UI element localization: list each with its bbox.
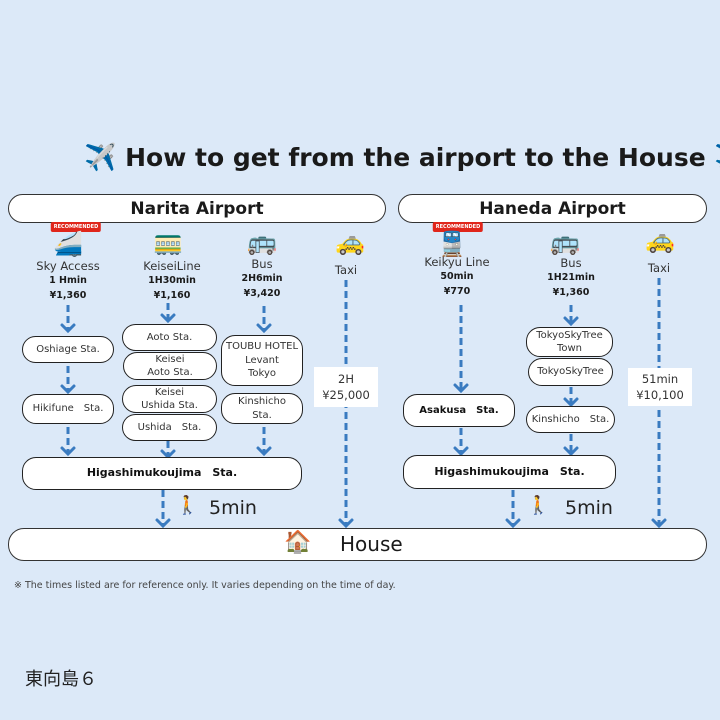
station-box: Asakusa Sta. (403, 394, 515, 427)
station-box: TokyoSkyTree (528, 358, 613, 386)
station-box: Keisei Ushida Sta. (122, 385, 217, 413)
page-title: ✈️ How to get from the airport to the Ho… (84, 143, 720, 173)
walk-time: 5min (565, 497, 613, 519)
bus-icon: 🚌 (550, 228, 580, 256)
airplane-icon: ✈️ (84, 143, 117, 173)
bus-icon: 🚌 (247, 228, 277, 256)
house-icon: 🏠 (284, 530, 312, 555)
recommended-badge: RECOMMENDED (432, 222, 484, 232)
station-box: Ushida Sta. (122, 414, 217, 441)
recommended-badge: RECOMMENDED (50, 222, 102, 232)
route-taxi: Taxi (647, 261, 671, 275)
higashimukoujima-station: Higashimukoujima Sta. (403, 455, 616, 489)
taxi-icon: 🚕 (645, 226, 675, 254)
taxi-icon: 🚕 (335, 228, 365, 256)
title-text: How to get from the airport to the House (125, 143, 706, 172)
address-label: 東向島６ (25, 669, 97, 690)
station-box: Keisei Aoto Sta. (123, 352, 217, 380)
station-box: Aoto Sta. (122, 324, 217, 351)
station-box: TOUBU HOTEL Levant Tokyo (221, 335, 303, 386)
narita-header: Narita Airport (8, 194, 386, 223)
walking-people-icon: 🚶 (176, 495, 199, 516)
train-icon: 🚄 (53, 230, 83, 258)
disclaimer-note: ※ The times listed are for reference onl… (14, 580, 396, 591)
station-box: Oshiage Sta. (22, 336, 114, 363)
house-label: House (340, 532, 403, 556)
airplane-icon: ✈️ (714, 143, 720, 173)
station-box: Kinshicho Sta. (221, 393, 303, 424)
train-icon: 🚆 (437, 230, 467, 258)
walk-time: 5min (209, 497, 257, 519)
higashimukoujima-station: Higashimukoujima Sta. (22, 457, 302, 490)
station-box: Hikifune Sta. (22, 394, 114, 424)
station-box: Kinshicho Sta. (526, 406, 615, 433)
walking-people-icon: 🚶 (527, 495, 550, 516)
taxi-info: 51min¥10,100 (628, 368, 692, 406)
haneda-header: Haneda Airport (398, 194, 707, 223)
house-destination (8, 528, 707, 561)
train-icon: 🚃 (153, 228, 183, 256)
station-box: TokyoSkyTree Town (526, 327, 613, 357)
taxi-info: 2H¥25,000 (314, 367, 378, 407)
route-taxi: Taxi (334, 263, 358, 277)
